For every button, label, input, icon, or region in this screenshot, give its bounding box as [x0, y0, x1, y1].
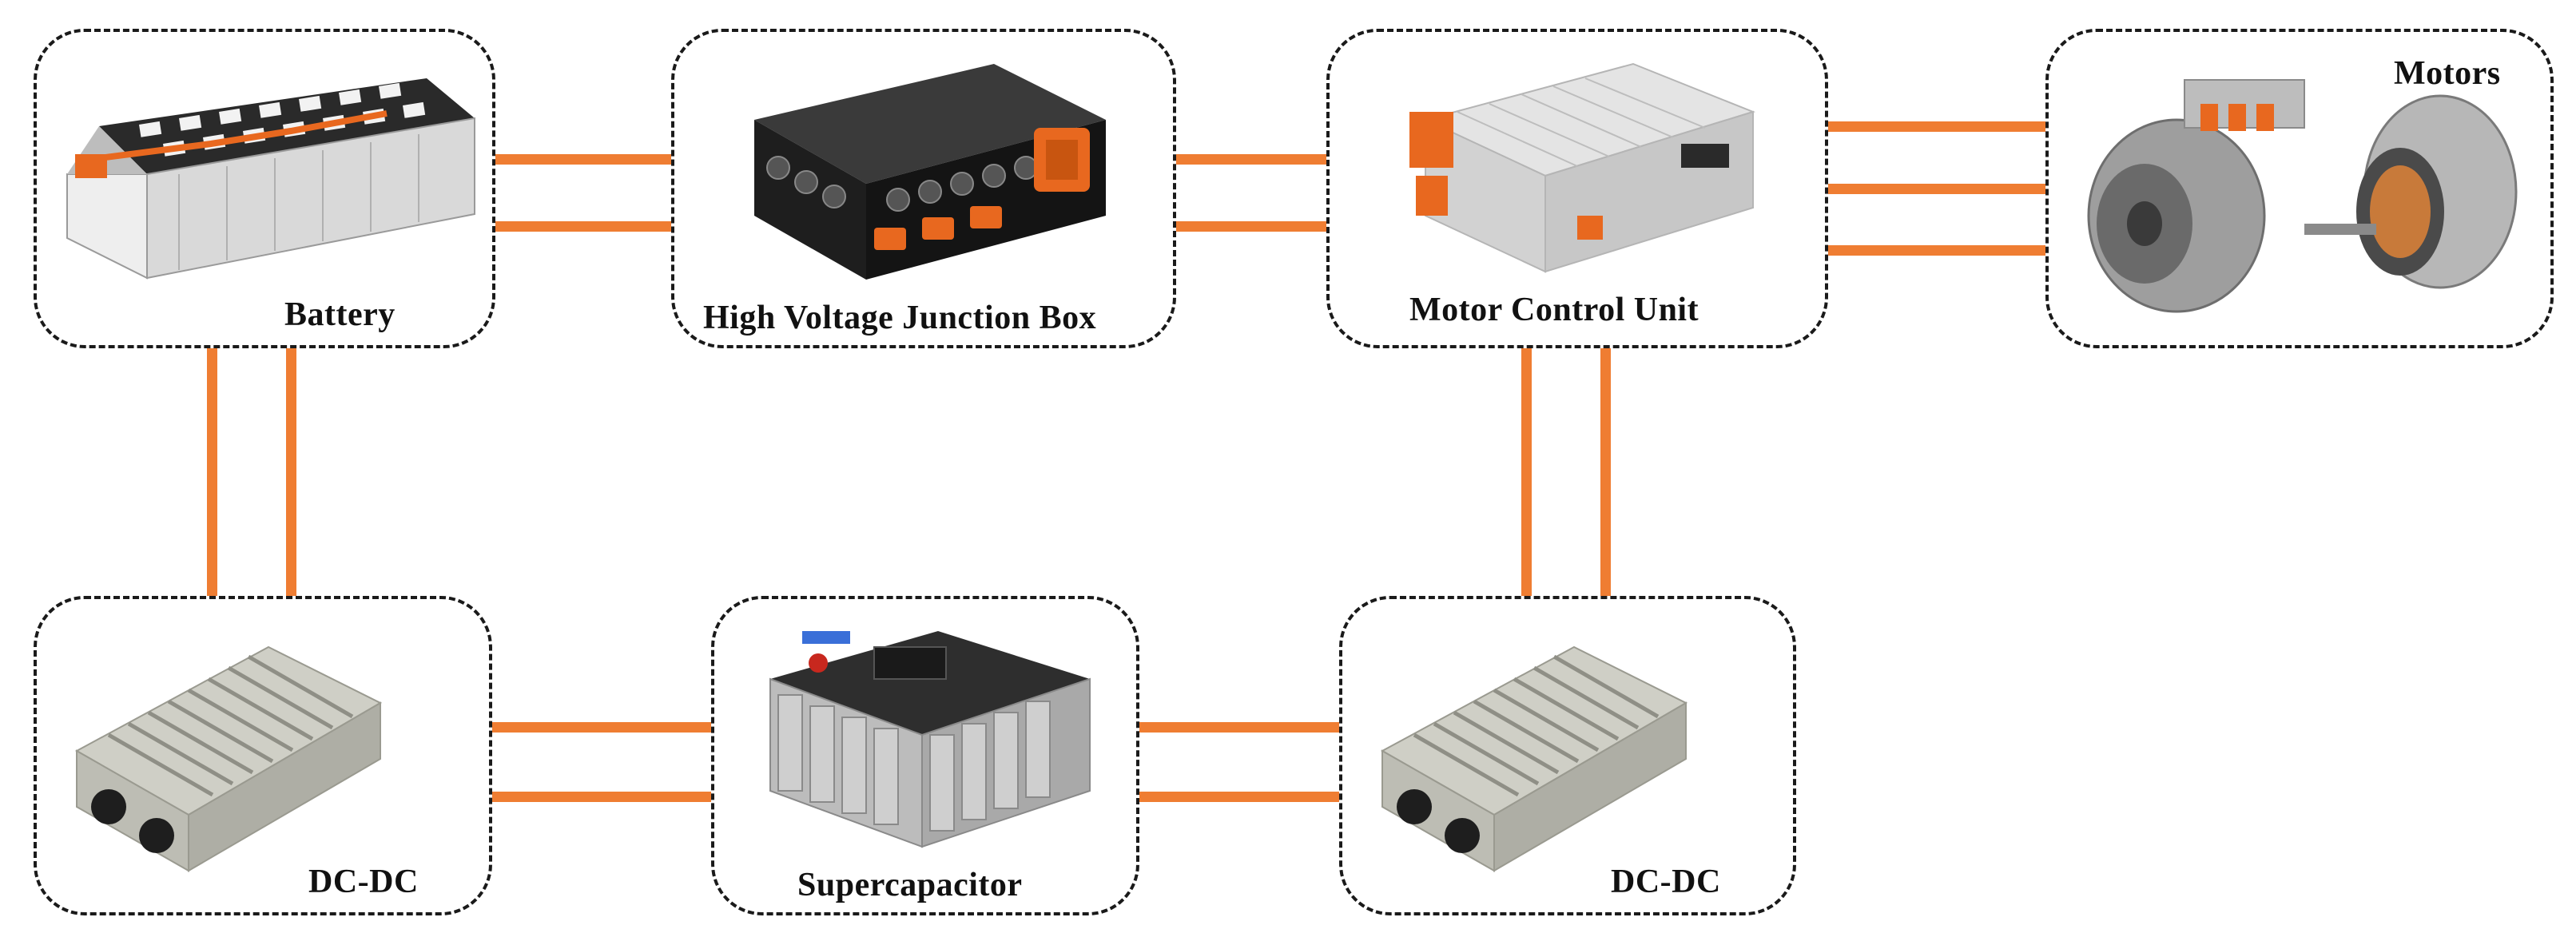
junction-box-node: High Voltage Junction Box — [671, 29, 1176, 348]
wire-mcu-motors-3 — [1827, 245, 2049, 256]
wire-mcu-motors-1 — [1827, 121, 2049, 132]
supercapacitor-icon — [769, 631, 1091, 848]
wire-junction-mcu-2 — [1175, 221, 1330, 232]
motors-node: Motors — [2045, 29, 2554, 348]
wire-battery-dcdc-1 — [207, 345, 217, 598]
junction-box-icon — [754, 64, 1106, 280]
wire-mcu-motors-2 — [1827, 184, 2049, 194]
battery-label: Battery — [284, 296, 396, 333]
dc-dc-converter-icon — [74, 645, 383, 872]
battery-pack-icon — [66, 78, 475, 280]
wire-battery-dcdc-2 — [286, 345, 296, 598]
motor-control-unit-node: Motor Control Unit — [1326, 29, 1828, 348]
dc-dc-right-node: DC-DC — [1339, 596, 1796, 915]
wire-battery-junction-2 — [494, 221, 674, 232]
wire-supercap-dcdc-2 — [1138, 792, 1344, 802]
junction-box-label: High Voltage Junction Box — [703, 300, 1097, 336]
dc-dc-right-label: DC-DC — [1611, 864, 1721, 900]
dc-dc-left-label: DC-DC — [308, 864, 419, 900]
motor-control-unit-label: Motor Control Unit — [1409, 292, 1699, 328]
supercapacitor-node: Supercapacitor — [711, 596, 1139, 915]
wire-battery-junction-1 — [494, 154, 674, 165]
wire-dcdc-supercap-1 — [489, 722, 714, 733]
dc-dc-converter-icon — [1380, 645, 1688, 872]
wire-mcu-dcdc-1 — [1521, 345, 1532, 601]
motors-label: Motors — [2394, 55, 2501, 92]
dc-dc-left-node: DC-DC — [34, 596, 492, 915]
wire-mcu-dcdc-2 — [1600, 345, 1611, 601]
battery-node: Battery — [34, 29, 495, 348]
supercapacitor-label: Supercapacitor — [797, 867, 1023, 903]
motor-controller-icon — [1409, 62, 1756, 273]
electric-motor-icon — [2087, 79, 2518, 313]
wire-junction-mcu-1 — [1175, 154, 1330, 165]
wire-dcdc-supercap-2 — [489, 792, 714, 802]
wire-supercap-dcdc-1 — [1138, 722, 1344, 733]
